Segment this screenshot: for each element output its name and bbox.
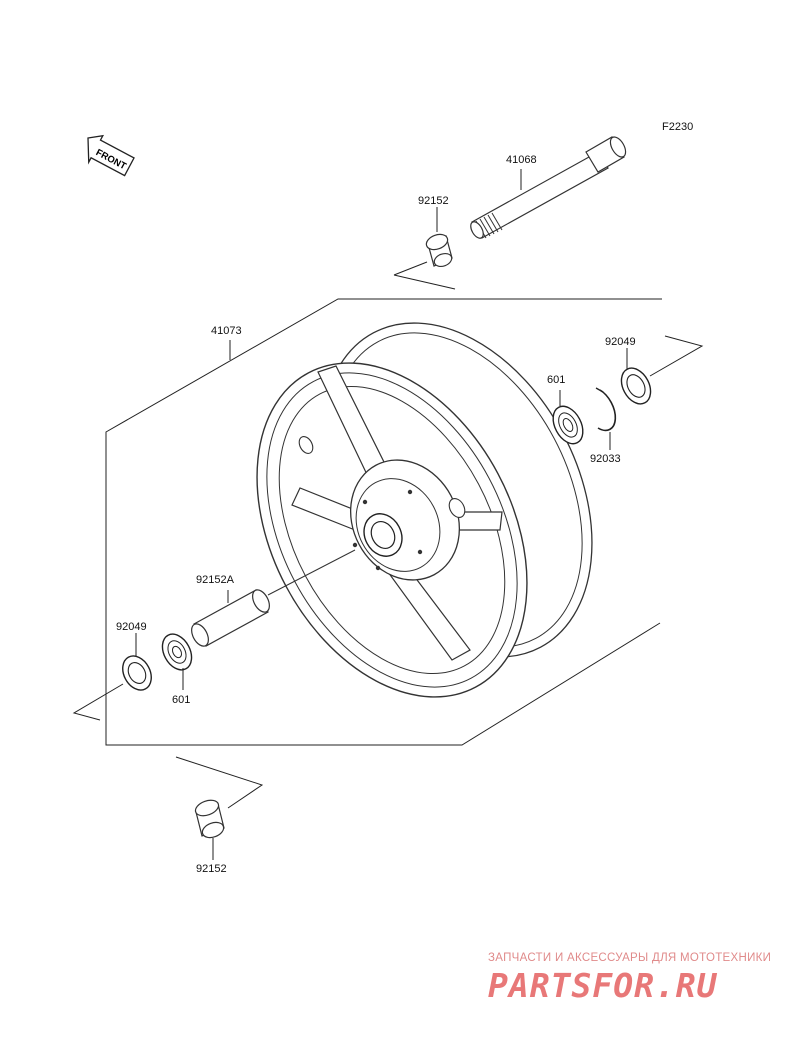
- label-wheel: 41073: [211, 325, 242, 337]
- bearing-right-part[interactable]: [547, 401, 589, 449]
- axle-part[interactable]: [468, 134, 629, 240]
- label-oil-seal-left: 92049: [116, 621, 147, 633]
- label-bearing-right: 601: [547, 374, 565, 386]
- spacer-part[interactable]: [188, 587, 273, 649]
- label-collar-bottom: 92152: [196, 863, 227, 875]
- label-collar-top: 92152: [418, 195, 449, 207]
- front-arrow-icon: FRONT: [87, 134, 135, 177]
- figure-code: F2230: [662, 121, 693, 133]
- collar-top-part[interactable]: [424, 232, 453, 269]
- oil-seal-right-part[interactable]: [616, 363, 657, 409]
- collar-bottom-part[interactable]: [193, 797, 225, 840]
- label-circlip: 92033: [590, 453, 621, 465]
- circlip-part[interactable]: [595, 387, 617, 432]
- label-bearing-left: 601: [172, 694, 190, 706]
- wheel-part[interactable]: [202, 276, 646, 743]
- watermark-logo: PARTSFOR.RU: [488, 966, 718, 1005]
- label-oil-seal-right: 92049: [605, 336, 636, 348]
- watermark-tagline: ЗАПЧАСТИ И АКСЕССУАРЫ ДЛЯ МОТОТЕХНИКИ: [488, 952, 772, 964]
- label-axle: 41068: [506, 154, 537, 166]
- oil-seal-left-part[interactable]: [117, 651, 157, 695]
- label-spacer: 92152A: [196, 574, 235, 586]
- bearing-left-part[interactable]: [157, 629, 198, 675]
